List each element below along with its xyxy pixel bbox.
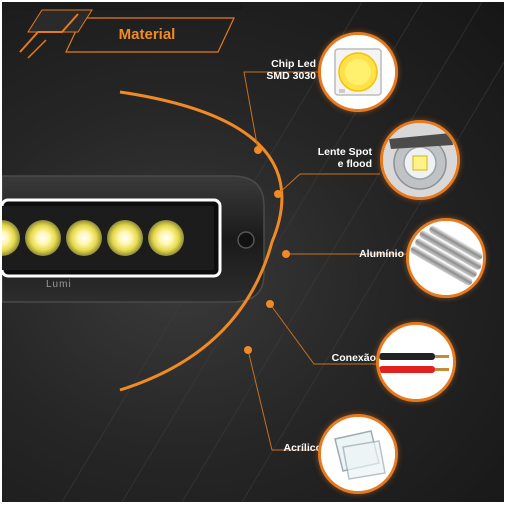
aluminum-rods-icon <box>406 218 486 298</box>
acrylic-icon <box>318 414 398 494</box>
cable-icon <box>376 322 456 402</box>
material-label-connection: Conexão <box>331 352 376 364</box>
material-label-chip: Chip Led SMD 3030 <box>266 58 316 82</box>
led-chip-icon <box>318 32 398 112</box>
material-label-lens: Lente Spot e flood <box>317 146 372 170</box>
header-plate <box>2 2 242 59</box>
material-label-acrylic: Acrílico <box>283 442 322 454</box>
material-label-aluminum: Alumínio <box>359 248 404 260</box>
led-light-bar <box>2 175 265 303</box>
brand-label: Lumi <box>46 279 72 290</box>
lens-icon <box>380 120 460 200</box>
page-title: Material <box>118 26 176 43</box>
